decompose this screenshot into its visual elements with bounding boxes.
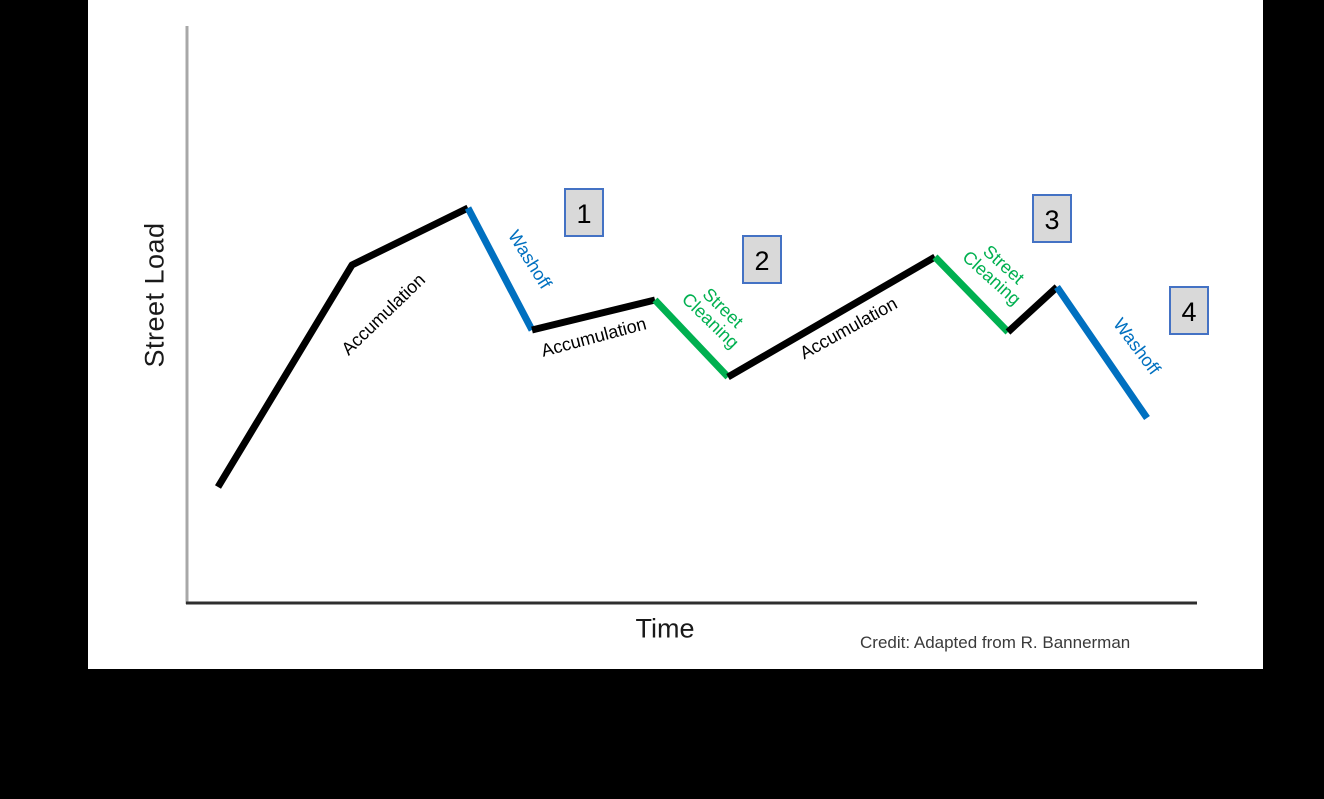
label-accumulation-2: Accumulation [539, 313, 649, 360]
segment-street_cleaning-5 [932, 254, 1011, 335]
label-accumulation-0: Accumulation [337, 270, 429, 359]
event-marker-4: 4 [1169, 286, 1209, 335]
label-washoff-1: Washoff [504, 227, 556, 294]
street-load-chart: AccumulationWashoffAccumulationStreetCle… [185, 26, 1209, 605]
marker-box-4 [1169, 286, 1209, 335]
credit-text: Credit: Adapted from R. Bannerman [860, 633, 1131, 652]
segment-washoff-1 [464, 206, 536, 332]
marker-box-2 [742, 235, 782, 284]
segment-accumulation-2 [531, 296, 656, 334]
segment-accumulation-4 [726, 253, 937, 381]
marker-box-3 [1032, 194, 1072, 243]
y-axis-label: Street Load [139, 222, 170, 368]
marker-box-1 [564, 188, 604, 237]
event-marker-3: 3 [1032, 194, 1072, 243]
marker-number-2: 2 [754, 246, 769, 276]
segment-washoff-7 [1054, 285, 1150, 420]
segment-accumulation-6 [1005, 284, 1060, 335]
event-marker-1: 1 [564, 188, 604, 237]
marker-number-1: 1 [576, 199, 591, 229]
x-axis-label: Time [635, 613, 695, 644]
segment-street_cleaning-3 [652, 297, 731, 380]
marker-number-3: 3 [1044, 205, 1059, 235]
segment-accumulation-0 [215, 204, 470, 489]
event-marker-2: 2 [742, 235, 782, 284]
marker-number-4: 4 [1181, 297, 1196, 327]
